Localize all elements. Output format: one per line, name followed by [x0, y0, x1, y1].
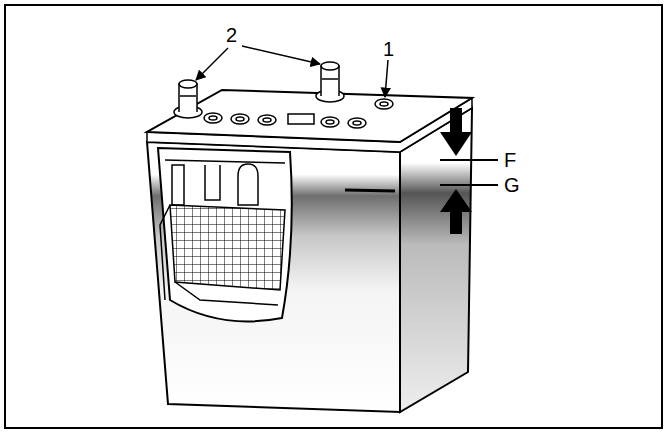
level-mark: G	[504, 174, 520, 196]
level-line	[440, 184, 498, 186]
callout-number: 2	[226, 24, 237, 46]
battery-side	[400, 108, 472, 412]
cell-caps	[204, 99, 393, 128]
label-plate	[288, 114, 314, 124]
level-line	[440, 159, 498, 161]
level-arrow	[440, 189, 472, 234]
cutaway	[158, 148, 292, 321]
battery-front	[147, 142, 400, 412]
leader-lines	[196, 46, 388, 97]
terminals	[174, 62, 344, 118]
level-mark: F	[504, 149, 516, 171]
callout-number: 1	[383, 38, 394, 60]
upper-level-mark	[345, 190, 395, 191]
frame	[5, 5, 662, 428]
level-arrow	[440, 108, 472, 156]
